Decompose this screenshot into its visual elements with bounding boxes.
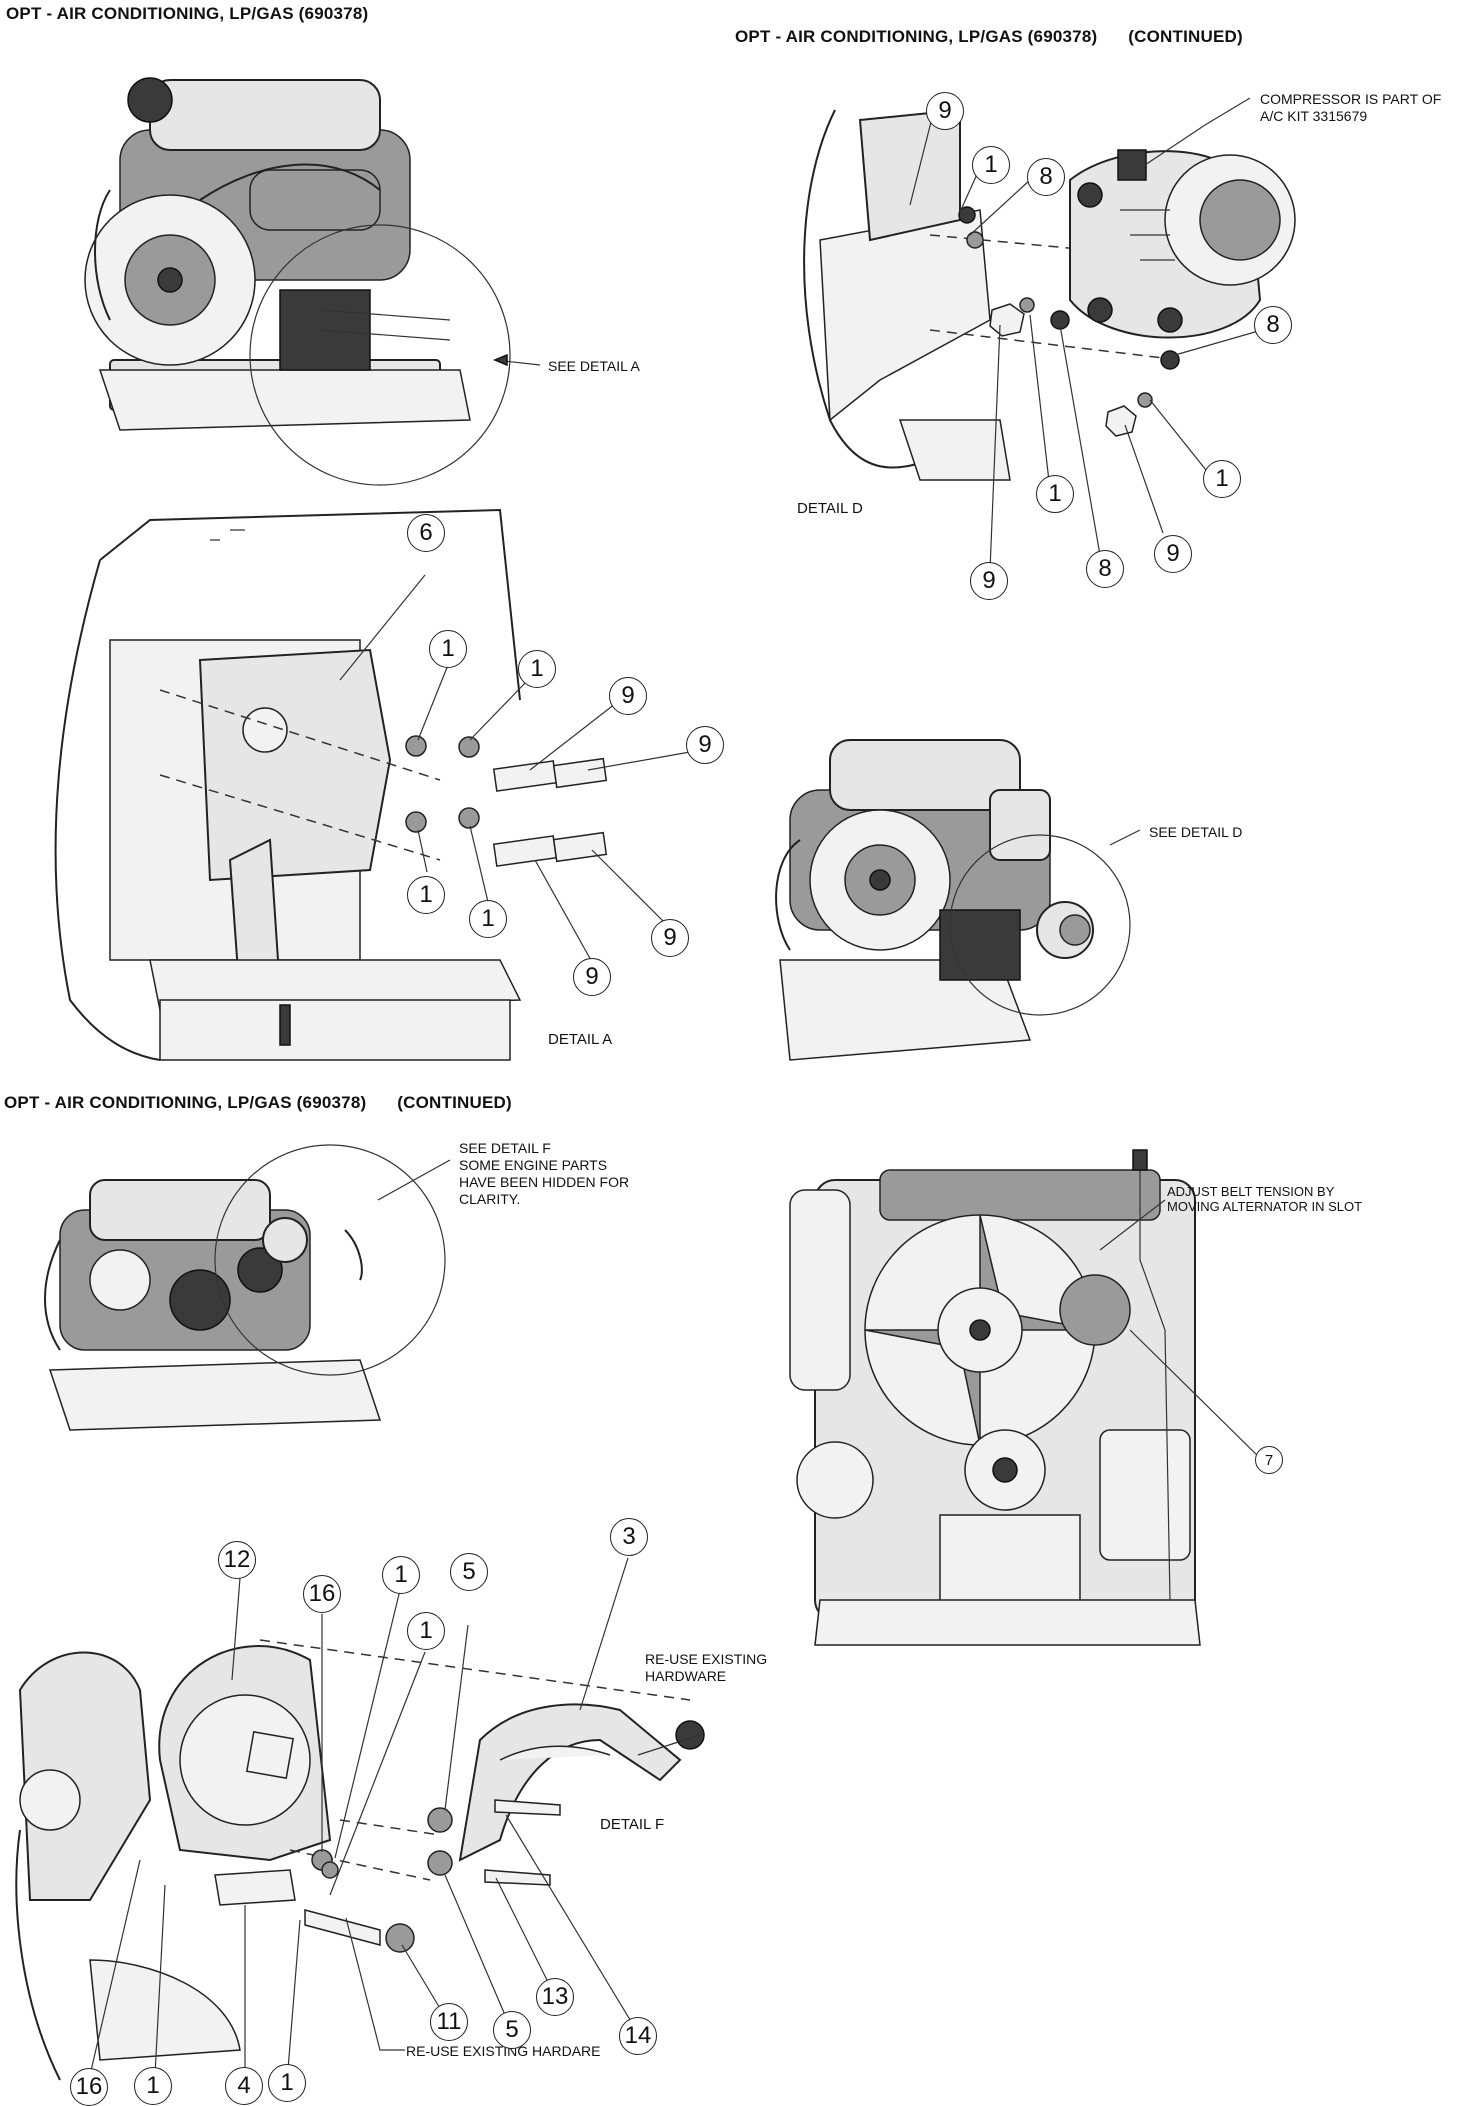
callout-item: 12 — [218, 1541, 256, 1579]
callout-item: 13 — [536, 1978, 574, 2016]
callout-item: 1 — [134, 2067, 172, 2105]
callout-item: 11 — [430, 2003, 468, 2041]
see-detail-f-note-line4: CLARITY. — [459, 1191, 521, 1207]
section-heading-3-title: OPT - AIR CONDITIONING, LP/GAS (690378) — [4, 1093, 367, 1112]
callout-item: 1 — [469, 900, 507, 938]
detail-d-circle — [949, 834, 1131, 1016]
compressor-note-line2: A/C KIT 3315679 — [1260, 108, 1368, 124]
detail-a-leaders — [339, 574, 691, 963]
front-view-leaders — [1099, 1199, 1263, 1461]
reuse-hardare-note: RE-USE EXISTING HARDARE — [406, 2043, 601, 2059]
callout-item: 1 — [429, 630, 467, 668]
detail-d-leaders — [909, 97, 1263, 571]
detail-f-circle — [214, 1144, 446, 1376]
see-detail-a-note: SEE DETAIL A — [548, 358, 640, 374]
detail-f-leaders — [89, 1557, 701, 2083]
detail-d-label: DETAIL D — [797, 500, 863, 517]
detail-a-circle — [249, 224, 511, 486]
callout-item: 5 — [450, 1553, 488, 1591]
compressor-note-line1: COMPRESSOR IS PART OF — [1260, 91, 1442, 107]
engine-overview-f — [44, 1179, 382, 1431]
section-heading-3-continued: (CONTINUED) — [397, 1093, 512, 1112]
callout-item: 1 — [407, 1612, 445, 1650]
section-heading-2-continued: (CONTINUED) — [1128, 27, 1243, 46]
belt-tension-note-line2: MOVING ALTERNATOR IN SLOT — [1167, 1199, 1363, 1214]
see-detail-f-note-line1: SEE DETAIL F — [459, 1140, 551, 1156]
callout-item: 9 — [1154, 535, 1192, 573]
detail-a-label: DETAIL A — [548, 1031, 613, 1048]
callout-item: 8 — [1086, 550, 1124, 588]
belt-tension-note: ADJUST BELT TENSION BY MOVING ALTERNATOR… — [1167, 1184, 1362, 1214]
detail-f-drawing — [15, 1639, 705, 2081]
callout-item: 16 — [303, 1575, 341, 1613]
detail-d-drawing — [803, 108, 1296, 481]
callout-item: 4 — [225, 2067, 263, 2105]
belt-tension-note-line1: ADJUST BELT TENSION BY — [1167, 1184, 1335, 1199]
callout-item: 14 — [619, 2017, 657, 2055]
engine-front-view — [789, 1149, 1201, 1646]
section-heading-1: OPT - AIR CONDITIONING, LP/GAS (690378) — [6, 4, 369, 23]
detail-d-leader — [1109, 829, 1141, 846]
callout-item: 1 — [518, 650, 556, 688]
section-heading-2-title: OPT - AIR CONDITIONING, LP/GAS (690378) — [735, 27, 1098, 46]
callout-item: 9 — [573, 958, 611, 996]
callout-item: 16 — [70, 2068, 108, 2106]
callout-item: 1 — [1036, 475, 1074, 513]
section-heading-3: OPT - AIR CONDITIONING, LP/GAS (690378) … — [4, 1093, 512, 1113]
callout-item: 8 — [1254, 306, 1292, 344]
callout-item: 1 — [268, 2064, 306, 2102]
callout-item: 7 — [1255, 1446, 1283, 1474]
see-detail-f-note-line3: HAVE BEEN HIDDEN FOR — [459, 1174, 630, 1190]
see-detail-f-note: SEE DETAIL F SOME ENGINE PARTS HAVE BEEN… — [459, 1140, 629, 1208]
see-detail-f-note-line2: SOME ENGINE PARTS — [459, 1157, 608, 1173]
callout-item: 9 — [686, 726, 724, 764]
callout-item: 5 — [493, 2011, 531, 2049]
section-heading-2: OPT - AIR CONDITIONING, LP/GAS (690378) … — [735, 27, 1243, 47]
callout-item: 9 — [651, 919, 689, 957]
callout-item: 1 — [1203, 460, 1241, 498]
callout-item: 1 — [407, 876, 445, 914]
callout-item: 1 — [972, 146, 1010, 184]
callout-item: 9 — [926, 92, 964, 130]
callout-item: 3 — [610, 1518, 648, 1556]
engine-overview-a — [84, 77, 471, 431]
detail-f-label: DETAIL F — [600, 1816, 665, 1833]
see-detail-d-note: SEE DETAIL D — [1149, 824, 1243, 840]
callout-item: 6 — [407, 514, 445, 552]
detail-f-leader — [377, 1159, 451, 1201]
reuse-hardware-note-line1: RE-USE EXISTING — [645, 1651, 768, 1667]
reuse-hardware-note: RE-USE EXISTING HARDWARE — [645, 1651, 767, 1685]
compressor-note: COMPRESSOR IS PART OF A/C KIT 3315679 — [1260, 91, 1441, 125]
callout-item: 1 — [382, 1556, 420, 1594]
callout-item: 8 — [1027, 158, 1065, 196]
engine-overview-d — [775, 739, 1051, 1061]
callout-item: 9 — [609, 677, 647, 715]
callout-item: 9 — [970, 562, 1008, 600]
detail-a-drawing — [54, 508, 608, 1061]
reuse-hardware-note-line2: HARDWARE — [645, 1668, 727, 1684]
